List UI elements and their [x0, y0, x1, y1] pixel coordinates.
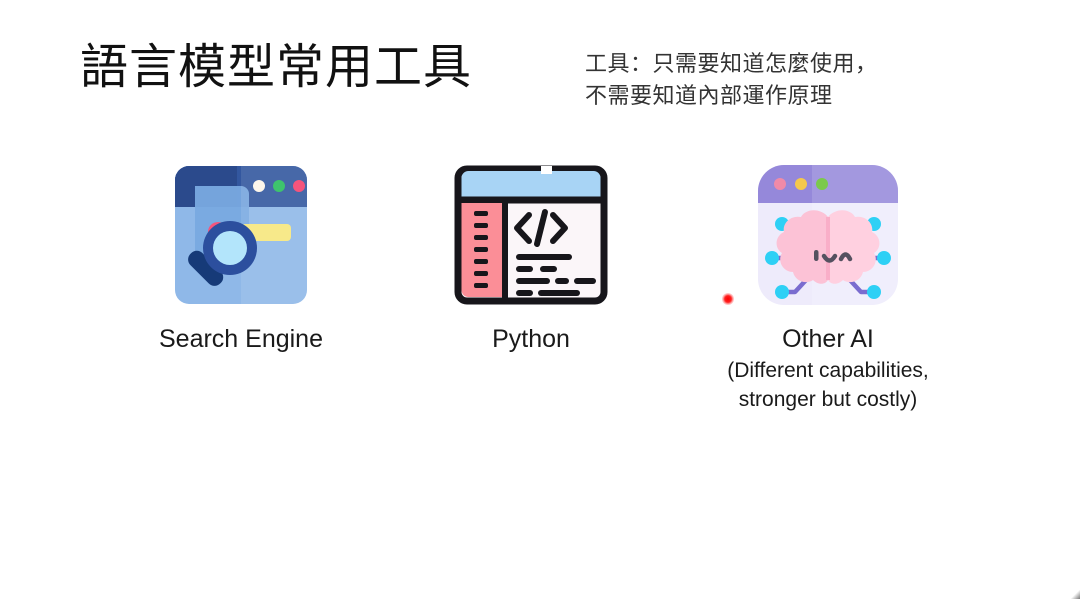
tool-label-python: Python	[492, 325, 570, 353]
tool-sublabel-other-ai: (Different capabilities, stronger but co…	[697, 357, 959, 414]
search-engine-icon-wrap	[110, 160, 372, 310]
corner-artifact	[1071, 590, 1080, 599]
window-dot-pink	[774, 178, 786, 190]
tool-item-other-ai[interactable]: Other AI (Different capabilities, strong…	[697, 160, 959, 414]
brain-mouth	[821, 253, 838, 263]
subtitle-line-1: 工具：只需要知道怎麼使用，	[585, 51, 878, 76]
code-lines	[516, 254, 596, 296]
code-angle-brackets	[514, 209, 568, 247]
window-dot-green	[273, 180, 285, 192]
editor-titlebar	[461, 171, 601, 200]
python-icon-wrap	[400, 160, 662, 310]
tool-item-python[interactable]: Python	[400, 160, 662, 355]
ai-icon-wrap	[697, 160, 959, 310]
brain-eye-right-wink	[838, 252, 853, 262]
subtitle-note: 工具：只需要知道怎麼使用， 不需要知道內部運作原理	[585, 48, 965, 112]
window-dot-pink	[293, 180, 305, 192]
brain-shape	[776, 210, 880, 284]
subtitle-line-2: 不需要知道內部運作原理	[585, 82, 833, 108]
tool-item-search-engine[interactable]: Search Engine	[110, 160, 372, 355]
tool-sublabel-line-2: stronger but costly)	[738, 387, 918, 411]
window-dot-yellow	[795, 178, 807, 190]
line-number-marks	[474, 211, 488, 288]
window-dot-white	[253, 180, 265, 192]
page-title: 語言模型常用工具	[80, 41, 473, 94]
search-engine-browser-icon	[175, 166, 307, 304]
brain-face	[814, 250, 853, 263]
code-editor-icon	[454, 165, 608, 305]
brain-eye-left	[814, 250, 819, 261]
magnifier-lens	[213, 231, 247, 265]
laser-pointer-dot	[722, 293, 734, 305]
tool-label-search-engine: Search Engine	[158, 325, 323, 353]
ai-brain-icon	[758, 165, 898, 305]
circuit-nodes	[765, 217, 891, 299]
magnifier-handle	[188, 250, 224, 286]
tool-sublabel-line-1: (Different capabilities,	[727, 359, 929, 383]
tool-label-other-ai: Other AI	[782, 325, 874, 353]
window-dot-green	[816, 178, 828, 190]
